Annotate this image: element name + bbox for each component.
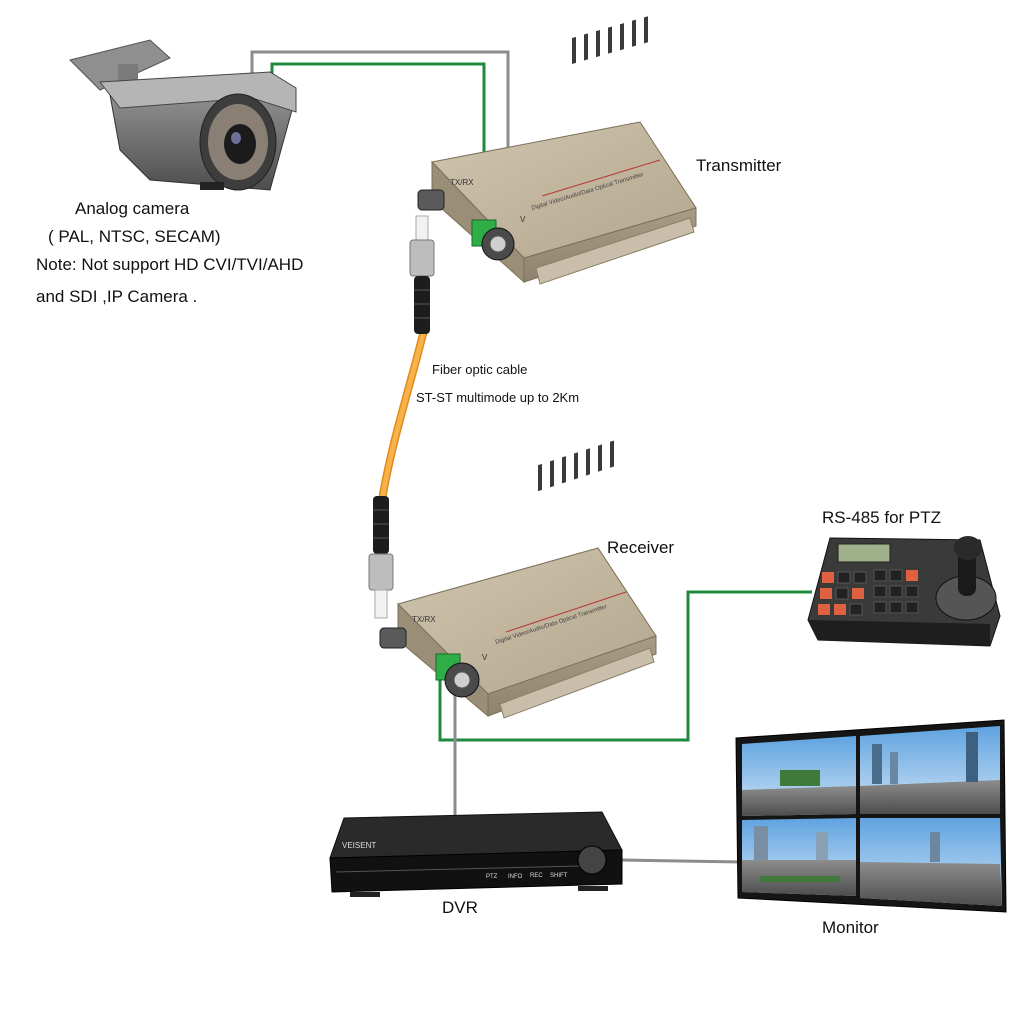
receiver-unit-image: TX/RX V Digital Video/Audio/Data Optical…	[379, 440, 657, 719]
dvr-button-info: INFO	[508, 874, 523, 880]
analog-camera-image	[69, 39, 297, 191]
transmitter-label: Transmitter	[696, 156, 782, 175]
video-port-label: V	[520, 215, 526, 224]
camera-title-label: Analog camera	[75, 199, 190, 218]
rx-port-label: TX/RX	[412, 615, 436, 624]
ptz-keyboard-image	[807, 536, 1001, 647]
fiber-spec-label: ST-ST multimode up to 2Km	[416, 390, 580, 405]
fiber-cable-label: Fiber optic cable	[432, 362, 528, 377]
fiber-optic-cable	[378, 326, 428, 504]
monitor-quad-view	[742, 726, 1002, 906]
dvr-image: VEISENT PTZ INFO REC SHIFT	[329, 811, 623, 897]
rx-video-port-label: V	[482, 653, 488, 662]
fiber-connector-top	[409, 215, 435, 334]
dvr-button-rec: REC	[530, 873, 543, 879]
dvr-button-ptz: PTZ	[486, 874, 498, 880]
dvr-monitor-wire-gray	[621, 858, 743, 864]
ptz-data-wire-green	[438, 590, 812, 742]
dvr-label: DVR	[442, 898, 478, 917]
fiber-connector-bottom	[368, 496, 394, 619]
tx-port-label: TX/RX	[450, 178, 474, 187]
receiver-label: Receiver	[607, 538, 675, 557]
ptz-keypad	[818, 569, 919, 616]
dvr-button-shift: SHIFT	[550, 873, 568, 879]
camera-video-wire-gray	[250, 50, 510, 238]
ptz-label: RS-485 for PTZ	[822, 508, 942, 527]
transmitter-unit-image: TX/RX V Digital Video/Audio/Data Optical…	[417, 16, 697, 285]
camera-note-line1: Note: Not support HD CVI/TVI/AHD	[36, 255, 304, 274]
dvr-brand: VEISENT	[342, 841, 376, 850]
camera-formats-label: ( PAL, NTSC, SECAM)	[48, 227, 221, 246]
camera-note-line2: and SDI ,IP Camera .	[36, 287, 198, 306]
monitor-image	[735, 719, 1007, 913]
monitor-label: Monitor	[822, 918, 879, 937]
